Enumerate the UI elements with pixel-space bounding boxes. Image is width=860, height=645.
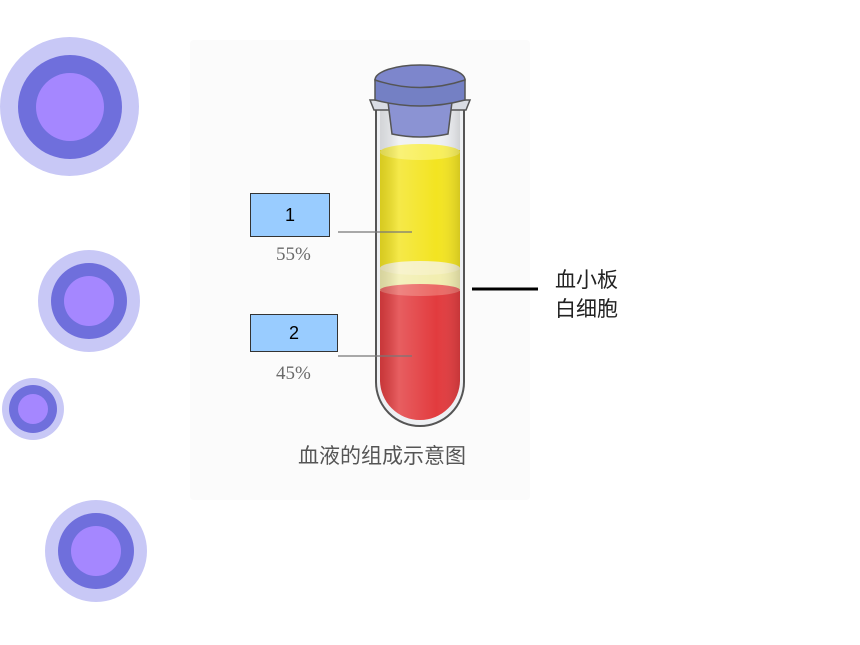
side-label-line-1: 血小板 — [555, 268, 618, 292]
side-label-line-2: 白细胞 — [555, 297, 618, 321]
layer-2-percent: 45% — [276, 363, 311, 384]
decorative-circle-4 — [45, 500, 147, 602]
layer-2-label-box: 2 — [250, 314, 338, 352]
layer-1-percent: 55% — [276, 244, 311, 265]
side-label: 血小板 白细胞 — [555, 266, 618, 324]
tube-stopper — [387, 101, 453, 138]
decorative-circle-1 — [0, 37, 139, 176]
layer-1-label-box: 1 — [250, 193, 330, 237]
diagram-caption: 血液的组成示意图 — [298, 444, 466, 468]
decorative-circle-2 — [38, 250, 140, 352]
decorative-circle-3 — [2, 378, 64, 440]
figure-background — [190, 40, 530, 500]
